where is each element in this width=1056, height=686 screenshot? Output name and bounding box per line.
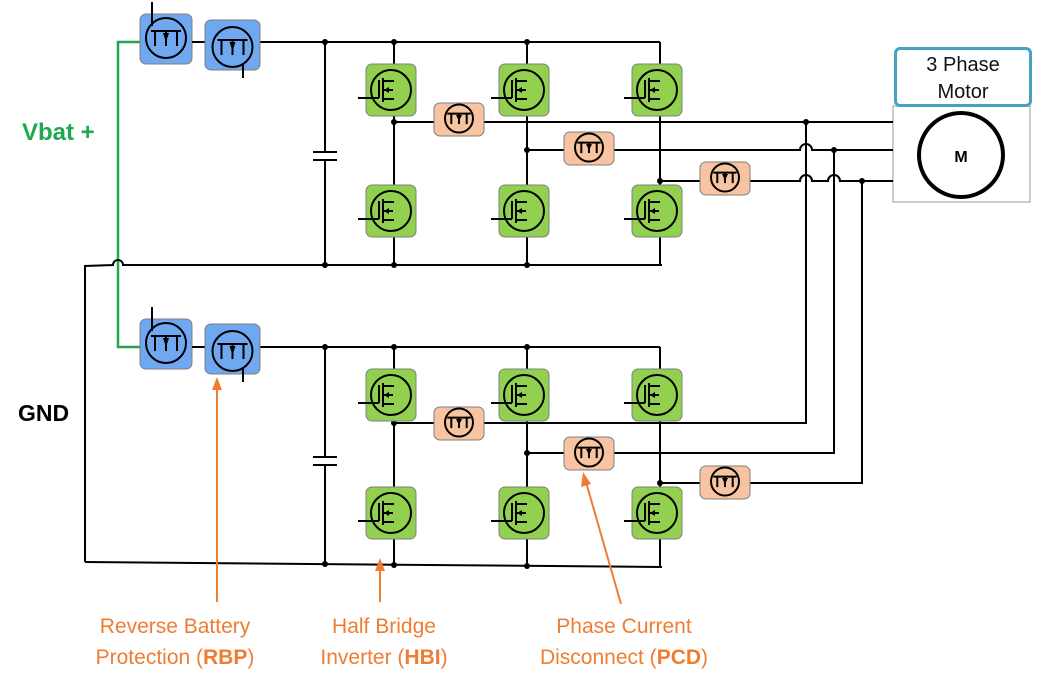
pcd-switch-6 xyxy=(699,465,751,500)
callout-rbp: Reverse Battery Protection (RBP) xyxy=(80,611,270,673)
motor-title-box: 3 Phase Motor xyxy=(894,47,1032,107)
pcd-switch-4 xyxy=(433,406,485,441)
vbat-rail xyxy=(116,40,140,349)
hbi-switch-1-high-3 xyxy=(624,63,683,117)
hbi-switch-1-low-2 xyxy=(491,184,550,238)
rbp-switch-a-2 xyxy=(139,307,205,370)
hbi-switch-2-high-2 xyxy=(491,368,550,422)
motor-symbol-letter: M xyxy=(954,149,967,166)
pcd-switch-3 xyxy=(699,161,751,196)
capacitor-2 xyxy=(313,347,337,564)
callout-pcd: Phase Current Disconnect (PCD) xyxy=(519,611,729,673)
components-layer xyxy=(139,2,751,540)
rbp-switch-a-1 xyxy=(139,2,205,65)
hbi-switch-2-high-1 xyxy=(358,368,417,422)
rbp-switch-b-2 xyxy=(204,323,261,382)
gnd-bottom-wire xyxy=(84,561,663,568)
hbi-switch-2-high-3 xyxy=(624,368,683,422)
hbi-switch-1-high-1 xyxy=(358,63,417,117)
callout-hbi-abbr: HBI xyxy=(404,646,441,669)
pcd-switch-1 xyxy=(433,102,485,137)
callout-hbi-line1: Half Bridge xyxy=(332,615,436,638)
callout-pcd-line1: Phase Current xyxy=(556,615,692,638)
callout-rbp-abbr: RBP xyxy=(203,646,248,669)
motor-symbol-circle xyxy=(917,111,1005,199)
callout-arrows xyxy=(212,377,622,605)
hbi-switch-2-low-1 xyxy=(358,486,417,540)
hbi-switch-2-low-3 xyxy=(624,486,683,540)
callout-hbi-line2: Inverter (HBI) xyxy=(320,646,448,669)
hbi-switch-1-high-2 xyxy=(491,63,550,117)
callout-hbi: Half Bridge Inverter (HBI) xyxy=(300,611,468,673)
motor-title-line2: Motor xyxy=(937,81,989,103)
rbp-switch-b-1 xyxy=(204,19,261,78)
pcd-switch-2 xyxy=(563,131,615,166)
pcd-switch-5 xyxy=(563,436,615,471)
junction-dots xyxy=(322,39,865,569)
hbi-switch-2-low-2 xyxy=(491,486,550,540)
callout-rbp-line2: Protection (RBP) xyxy=(95,646,255,669)
hbi-switch-1-low-1 xyxy=(358,184,417,238)
gnd-rail xyxy=(84,259,130,562)
callout-pcd-line2: Disconnect (PCD) xyxy=(539,646,709,669)
hbi-switch-1-low-3 xyxy=(624,184,683,238)
callout-pcd-abbr: PCD xyxy=(656,646,702,669)
motor-title-line1: 3 Phase xyxy=(926,54,1000,76)
gnd-label: GND xyxy=(18,400,70,426)
callout-rbp-line1: Reverse Battery xyxy=(99,615,251,638)
vbat-label: Vbat + xyxy=(22,119,95,146)
capacitor-1 xyxy=(313,42,337,265)
